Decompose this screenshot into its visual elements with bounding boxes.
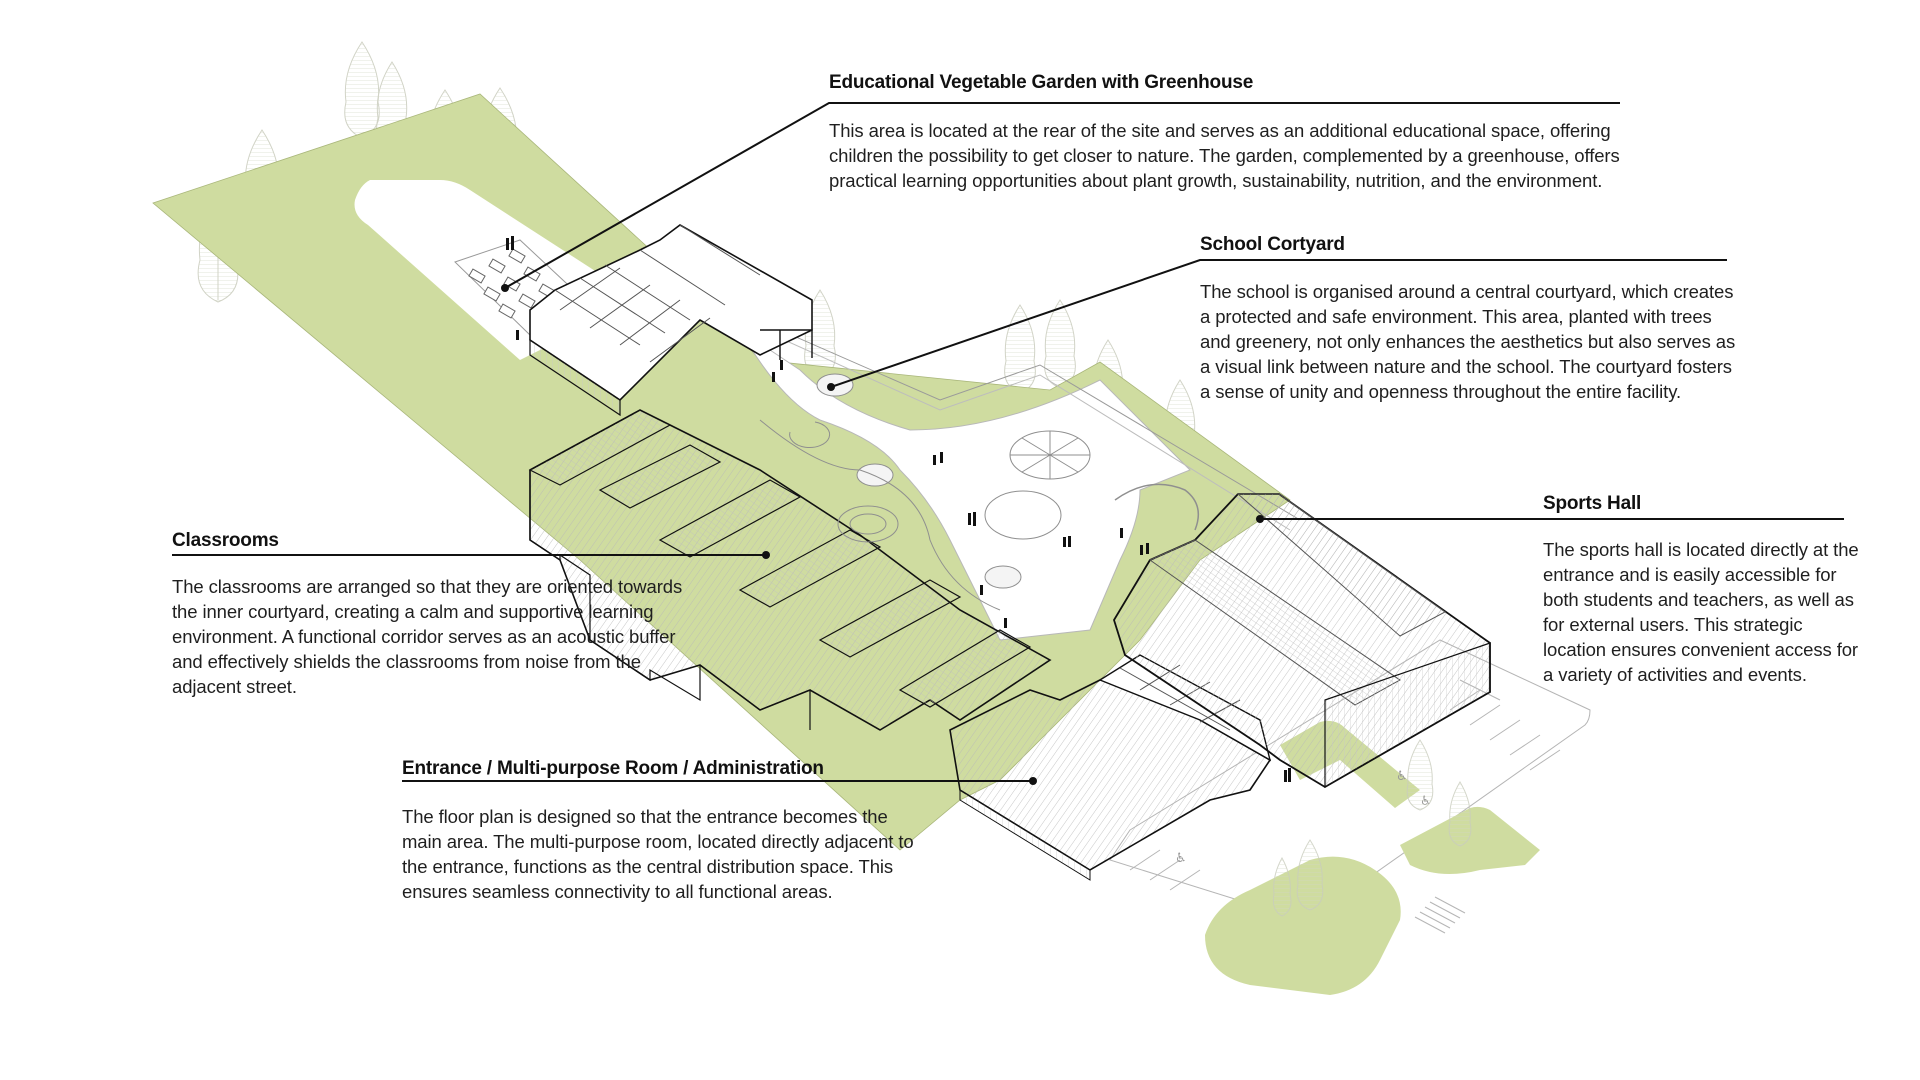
tree-icon [1272, 856, 1292, 917]
annotation-heading: Entrance / Multi-purpose Room / Administ… [402, 758, 824, 779]
annotation-heading: Classrooms [172, 530, 279, 551]
annotation-garden: Educational Vegetable Garden with Greenh… [829, 72, 1649, 191]
accessible-parking-icon: ♿ [1396, 768, 1408, 783]
tree-icon [1296, 839, 1324, 911]
leader-lines [172, 102, 1844, 782]
courtyard-features [759, 373, 1200, 611]
planter-ring [984, 565, 1022, 589]
crosswalk [1414, 896, 1466, 934]
foreground-trees [1272, 739, 1472, 917]
tree-icon [1044, 299, 1076, 389]
annotation-body: The sports hall is located directly at t… [1543, 539, 1859, 685]
annotation-sports-hall: Sports Hall The sports hall is located d… [1543, 493, 1863, 685]
entrance-building [949, 654, 1272, 881]
leader-garden [504, 102, 1620, 289]
accessible-parking-icon: ♿ [1175, 850, 1187, 865]
tree-icon [1448, 781, 1472, 847]
annotation-heading: School Cortyard [1200, 234, 1345, 255]
annotation-heading: Educational Vegetable Garden with Greenh… [829, 72, 1254, 93]
annotation-entrance: Entrance / Multi-purpose Room / Administ… [402, 758, 922, 902]
leader-courtyard [830, 259, 1727, 388]
sports-hall [1113, 493, 1491, 789]
annotation-heading: Sports Hall [1543, 493, 1642, 514]
leader-dot-entrance [1029, 777, 1037, 785]
leader-dots [501, 284, 1264, 785]
annotation-body: The school is organised around a central… [1200, 281, 1736, 402]
greenhouse-building [529, 224, 813, 417]
leader-dot-classrooms [762, 551, 770, 559]
leader-dot-garden [501, 284, 509, 292]
green-island [1205, 856, 1401, 995]
leader-dot-sports [1256, 515, 1264, 523]
annotation-courtyard: School Cortyard The school is organised … [1200, 234, 1740, 402]
tree-icon [1406, 739, 1434, 811]
people-figures [506, 236, 1291, 782]
bench-ring [789, 421, 831, 448]
pavilion-spokes [1010, 431, 1090, 479]
amphitheater [1114, 483, 1200, 531]
annotation-classrooms: Classrooms The classrooms are arranged s… [172, 530, 692, 697]
annotation-body: This area is located at the rear of the … [829, 120, 1620, 191]
tree-icon [344, 41, 380, 139]
lawn-circle [984, 490, 1062, 540]
annotation-body: The classrooms are arranged so that they… [172, 576, 683, 697]
leader-dot-courtyard [827, 383, 835, 391]
classroom-wing [528, 409, 1052, 731]
annotation-body: The floor plan is designed so that the e… [402, 806, 914, 902]
target-circle [837, 505, 899, 543]
courtyard-area [739, 329, 1191, 641]
